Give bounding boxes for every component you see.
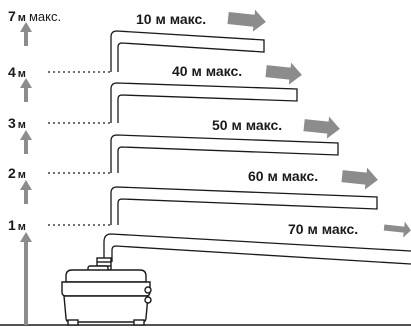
arrow-right-icon: [265, 62, 302, 85]
pump-body: [61, 281, 151, 297]
height-arrows: [20, 22, 32, 325]
pipe-label-10m: 10 м макс.: [136, 11, 206, 27]
pump-foot-left: [67, 319, 79, 326]
pipe-label-70m: 70 м макс.: [288, 221, 358, 237]
flow-arrows: [227, 9, 411, 238]
level-guides: [48, 71, 110, 226]
pipe-10m: [110, 30, 265, 72]
arrow-right-icon: [227, 9, 266, 32]
pipe-label-50m: 50 м макс.: [212, 117, 282, 133]
arrow-up-icon: [20, 130, 32, 154]
arrow-right-icon: [383, 221, 411, 238]
pipes: [103, 30, 411, 265]
pump-unit-icon: [61, 257, 152, 326]
arrow-up-icon: [20, 180, 32, 204]
arrow-up-icon: [20, 78, 32, 102]
arrow-right-icon: [341, 167, 378, 190]
pump-side-inlet: [144, 286, 152, 294]
pipe-50m: [110, 134, 339, 173]
arrow-up-icon: [20, 232, 32, 325]
pump-tank: [63, 295, 149, 323]
pump-side-inlet: [144, 296, 152, 304]
pipe-label-40m: 40 м макс.: [172, 63, 242, 79]
pipe-60m: [110, 186, 378, 225]
arrow-right-icon: [303, 116, 340, 139]
pump-foot-right: [133, 319, 145, 326]
pipe-40m: [110, 82, 298, 123]
arrow-up-icon: [20, 22, 32, 46]
pipe-70m: [103, 233, 411, 265]
pipe-labels: 10 м макс. 40 м макс. 50 м макс. 60 м ма…: [136, 11, 358, 237]
pump-lid: [65, 269, 147, 283]
pipe-label-60m: 60 м макс.: [248, 168, 318, 184]
